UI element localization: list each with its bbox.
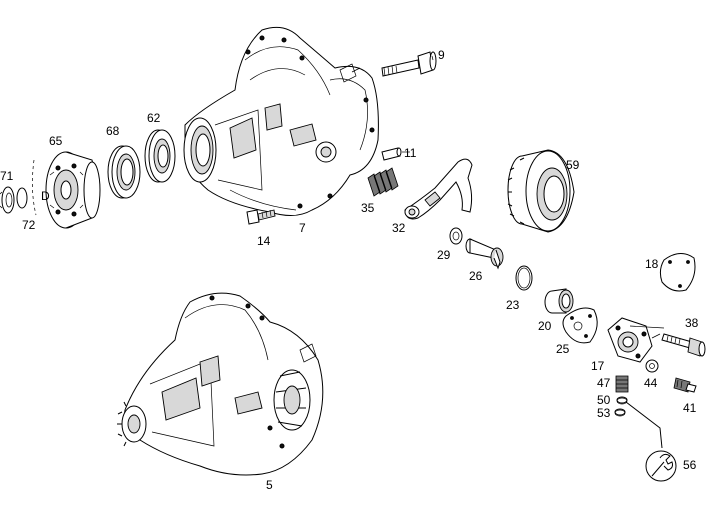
part-23-snap-ring (515, 265, 533, 291)
label-59: 59 (566, 158, 580, 172)
assembly-arc-line (32, 159, 37, 216)
part-68-seal (107, 145, 141, 199)
connector-line (625, 401, 663, 449)
part-5-axle-assembly (117, 292, 324, 476)
label-41: 41 (683, 401, 697, 415)
label-25: 25 (556, 342, 570, 356)
label-20: 20 (538, 319, 552, 333)
label-D: D (41, 189, 50, 203)
part-62-bearing (144, 129, 176, 183)
label-68: 68 (106, 124, 120, 138)
label-11: 11 (404, 146, 417, 160)
part-11-pin (381, 147, 402, 161)
part-18-cover-plate (659, 253, 696, 292)
part-53-seal (614, 408, 626, 417)
label-26: 26 (469, 269, 483, 283)
label-29: 29 (437, 248, 451, 262)
label-50: 50 (597, 393, 611, 407)
label-7: 7 (299, 221, 306, 235)
label-18: 18 (645, 257, 659, 271)
part-38-bolt (661, 333, 706, 357)
part-17-cylinder (607, 317, 661, 363)
part-59-gear-sleeve (507, 149, 575, 233)
label-44: 44 (644, 376, 658, 390)
label-71: 71 (0, 169, 14, 183)
label-32: 32 (392, 221, 406, 235)
part-47-spring (615, 375, 629, 393)
label-72: 72 (22, 218, 36, 232)
part-35-spring (367, 167, 399, 197)
part-65-flange (45, 151, 101, 229)
part-32-shift-fork (404, 158, 473, 220)
label-35: 35 (361, 201, 375, 215)
part-44-washer (645, 359, 659, 373)
label-56: 56 (683, 458, 697, 472)
part-20-bushing (544, 288, 574, 314)
label-17: 17 (591, 359, 605, 373)
part-9-bolt (381, 51, 437, 77)
part-26-shaft (465, 238, 504, 270)
part-50-seal (616, 396, 628, 405)
part-72-o-ring (16, 187, 28, 209)
part-29-washer (449, 227, 463, 245)
label-5: 5 (266, 478, 273, 492)
part-14-bolt (246, 209, 276, 225)
label-65: 65 (49, 134, 63, 148)
label-9: 9 (438, 48, 445, 62)
leader-lines (402, 55, 665, 329)
part-7-housing (183, 26, 379, 216)
part-41-valve (673, 377, 697, 393)
part-71-ring (0, 186, 15, 214)
label-38: 38 (685, 316, 699, 330)
label-23: 23 (506, 298, 520, 312)
part-25-gasket (562, 307, 598, 344)
label-14: 14 (257, 234, 271, 248)
label-62: 62 (147, 111, 161, 125)
label-53: 53 (597, 406, 611, 420)
label-47: 47 (597, 376, 611, 390)
part-56-wrench-symbol (645, 450, 677, 482)
